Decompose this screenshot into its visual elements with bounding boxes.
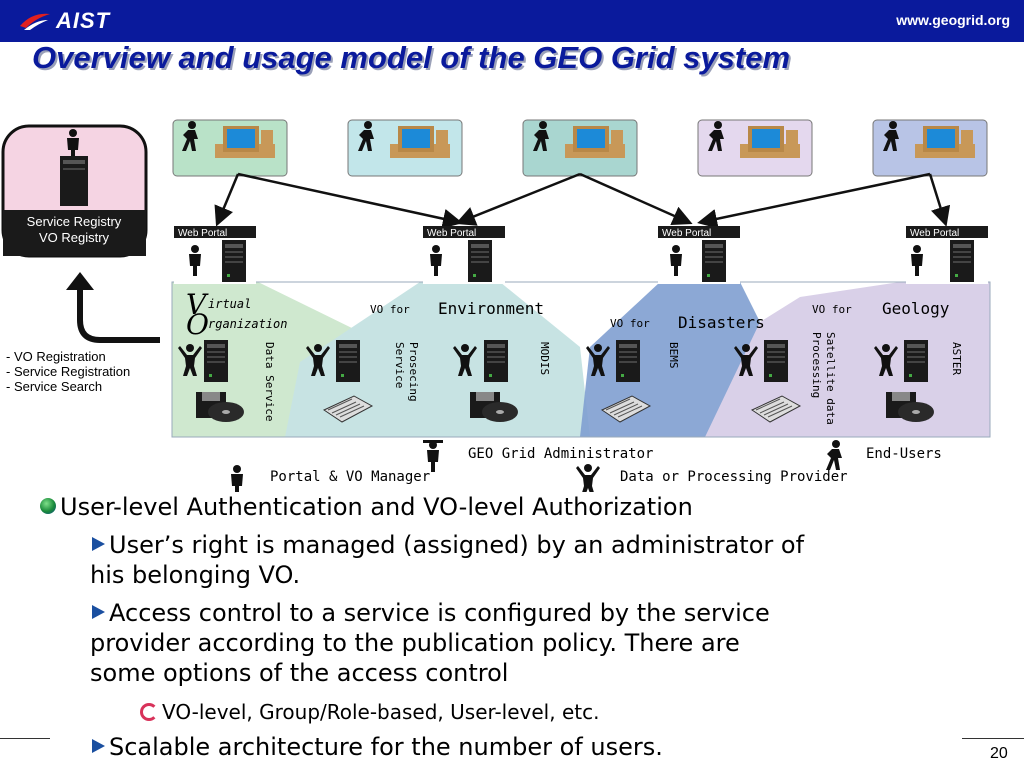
vo-env-name: Environment xyxy=(438,299,544,318)
web-portal-2: Web Portal xyxy=(423,226,505,284)
vo-geo-prefix: VO for xyxy=(812,303,852,316)
bullet-text: Access control to a service is configure… xyxy=(109,599,770,627)
aist-logo: AIST xyxy=(18,7,110,35)
footer-line-left xyxy=(0,738,50,739)
page-number: 20 xyxy=(990,745,1008,762)
label-modis: MODIS xyxy=(538,342,551,375)
bullet-level3: VO-level, Group/Role-based, User-level, … xyxy=(140,699,599,725)
globe-bullet-icon xyxy=(40,498,56,514)
vo-env-prefix: VO for xyxy=(370,303,410,316)
legend-end-users: End-Users xyxy=(866,446,942,462)
vo-dis-prefix: VO for xyxy=(610,317,650,330)
server-icon xyxy=(204,340,228,382)
legend-provider: Data or Processing Provider xyxy=(620,469,848,485)
vo-region-blue xyxy=(580,282,760,437)
footer-line-right xyxy=(962,738,1024,739)
label-data-service: Data Service xyxy=(263,342,276,421)
vo-region-teal xyxy=(285,282,590,437)
header-bar: AIST www.geogrid.org xyxy=(0,0,1024,42)
geo-grid-diagram: Service Registry VO Registry - VO Regist… xyxy=(1,119,991,492)
arrow-bullet-icon xyxy=(92,537,105,551)
swoosh-icon xyxy=(20,13,50,30)
registration-arrow xyxy=(77,288,160,343)
access-arrows xyxy=(214,172,951,229)
web-portal-1: Web Portal xyxy=(174,226,256,284)
bullet-text: VO-level, Group/Role-based, User-level, … xyxy=(162,700,600,724)
legend-admin-icon xyxy=(423,440,443,472)
bullet-level2: Scalable architecture for the number of … xyxy=(92,732,663,762)
server-icon xyxy=(764,340,788,382)
registry-label-1: Service Registry xyxy=(27,214,122,229)
vo-dis-name: Disasters xyxy=(678,313,765,332)
registration-item-2: - Service Registration xyxy=(6,364,130,379)
arrow-bullet-icon xyxy=(92,739,105,753)
bullet-level2: User’s right is managed (assigned) by an… xyxy=(92,530,972,560)
server-icon xyxy=(336,340,360,382)
vo-title-rest-2: rganization xyxy=(208,317,287,331)
arrow-bullet-icon xyxy=(92,605,105,619)
user-pc-4 xyxy=(697,119,813,177)
legend-admin: GEO Grid Administrator xyxy=(468,446,653,462)
user-pc-1 xyxy=(172,119,288,177)
label-bems: BEMS xyxy=(667,342,680,369)
server-icon xyxy=(616,340,640,382)
legend-enduser-icon xyxy=(826,440,842,470)
web-portal-label: Web Portal xyxy=(178,228,227,239)
vo-title-big-v: V xyxy=(186,288,209,321)
web-portal-label: Web Portal xyxy=(910,228,959,239)
label-processing-2: Service xyxy=(393,342,406,388)
label-aster: ASTER xyxy=(950,342,963,375)
bullet-level1: User-level Authentication and VO-level A… xyxy=(40,492,693,522)
bullet-level2: Access control to a service is configure… xyxy=(92,598,972,628)
web-portal-label: Web Portal xyxy=(427,228,476,239)
vo-geo-name: Geology xyxy=(882,299,950,318)
legend-provider-icon xyxy=(576,464,600,492)
label-processing-1: Prosecing xyxy=(407,342,420,402)
server-icon xyxy=(904,340,928,382)
web-portal-label: Web Portal xyxy=(662,228,711,239)
bullet-level2-cont: some options of the access control xyxy=(90,659,509,687)
user-pc-2 xyxy=(347,119,463,177)
registration-item-1: - VO Registration xyxy=(6,349,106,364)
bullet-text: Scalable architecture for the number of … xyxy=(109,733,663,761)
vo-title-rest-1: irtual xyxy=(208,297,251,311)
bullet-text: User’s right is managed (assigned) by an… xyxy=(109,531,805,559)
user-pc-5 xyxy=(872,119,988,177)
swirl-bullet-icon xyxy=(140,702,158,721)
bullet-text: User-level Authentication and VO-level A… xyxy=(60,493,693,521)
logo-text: AIST xyxy=(56,8,111,33)
registration-item-3: - Service Search xyxy=(6,379,102,394)
site-url[interactable]: www.geogrid.org xyxy=(896,12,1010,28)
vo-title-big-o: O xyxy=(186,308,209,341)
legend-portal-manager: Portal & VO Manager xyxy=(270,469,430,485)
user-pc-3 xyxy=(522,119,638,177)
label-satellite-1: Satellite data xyxy=(824,332,837,425)
bullet-level2-cont: provider according to the publication po… xyxy=(90,629,740,657)
web-portal-4: Web Portal xyxy=(906,226,988,284)
legend-portal-icon xyxy=(231,465,243,492)
label-satellite-2: Processing xyxy=(810,332,823,398)
server-icon xyxy=(484,340,508,382)
registry-label-2: VO Registry xyxy=(39,230,110,245)
slide-title: Overview and usage model of the GEO Grid… xyxy=(32,40,791,75)
bullet-level2-cont: his belonging VO. xyxy=(90,561,301,589)
web-portal-3: Web Portal xyxy=(658,226,740,284)
